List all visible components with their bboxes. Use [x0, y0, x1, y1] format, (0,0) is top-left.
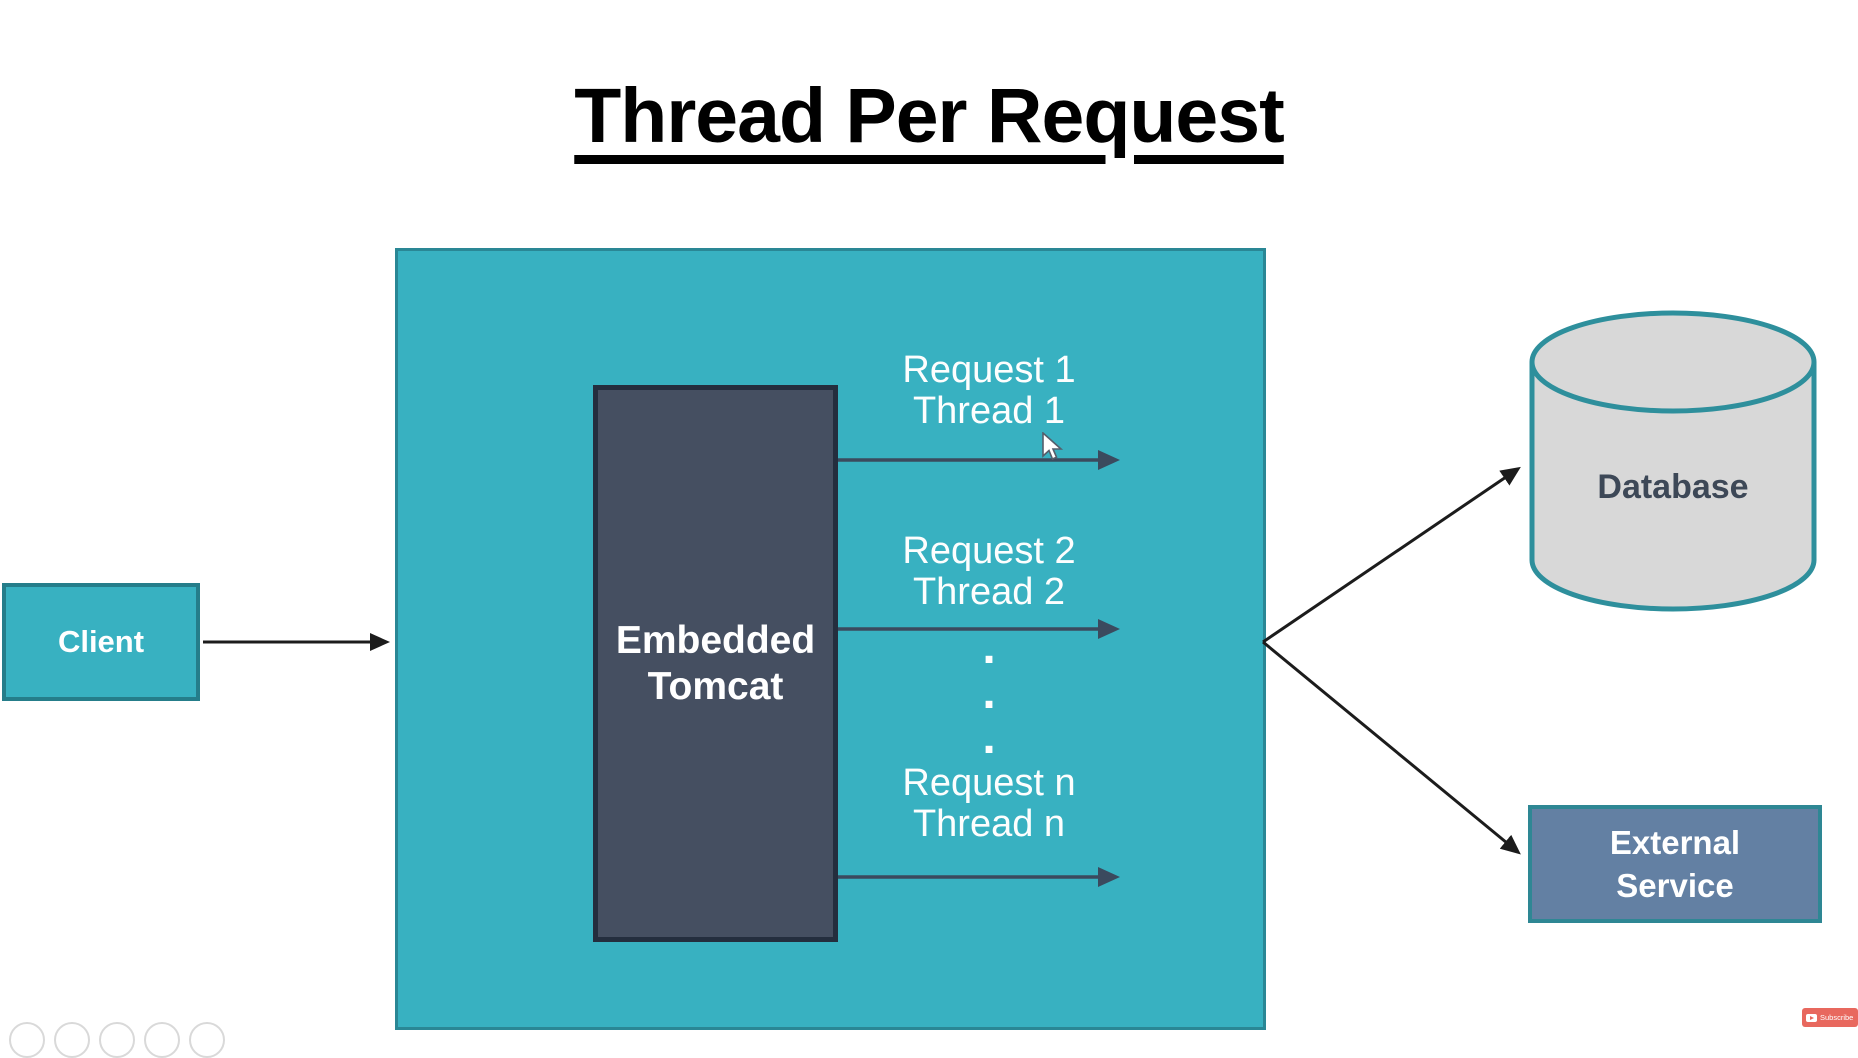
thread-1-text: Thread 1: [912, 390, 1066, 432]
external-service-box: External Service: [1528, 805, 1822, 923]
thread-n-text: Thread n: [912, 803, 1066, 845]
database-label: Database: [1597, 468, 1749, 506]
thread-2-text: Thread 2: [912, 571, 1066, 613]
tomcat-label-line1: Embedded: [615, 618, 816, 662]
slide: Thread Per Request Client Embedded Tomca…: [0, 0, 1858, 1032]
mouse-cursor-icon: [1042, 432, 1064, 461]
circle-indicator: [54, 1022, 90, 1058]
server-to-external-arrow: [1262, 640, 1521, 855]
embedded-tomcat-box: Embedded Tomcat: [593, 385, 838, 942]
ellipsis-dots: . . .: [982, 621, 996, 764]
subscribe-button[interactable]: Subscribe: [1802, 1008, 1858, 1027]
request-2-text: Request 2: [902, 530, 1076, 572]
client-label: Client: [57, 624, 145, 659]
page-title-text: Thread Per Request: [574, 73, 1284, 159]
server-to-database-arrow: [1262, 466, 1521, 644]
page-title: Thread Per Request: [0, 72, 1858, 161]
external-service-line1: External: [1609, 824, 1741, 861]
request-2-label: Request 2 Thread 2: [864, 531, 1114, 613]
database-cylinder: [1529, 310, 1817, 612]
external-service-line2: Service: [1616, 867, 1734, 904]
circle-indicator: [144, 1022, 180, 1058]
tomcat-label-line2: Tomcat: [647, 664, 784, 708]
request-1-text: Request 1: [902, 349, 1076, 391]
youtube-icon: [1806, 1013, 1817, 1022]
circle-indicator: [9, 1022, 45, 1058]
client-box: Client: [2, 583, 200, 701]
circle-indicator: [189, 1022, 225, 1058]
request-1-label: Request 1 Thread 1: [864, 350, 1114, 432]
circle-indicator: [99, 1022, 135, 1058]
subscribe-label: Subscribe: [1820, 1013, 1854, 1022]
request-n-text: Request n: [902, 762, 1076, 804]
request-n-label: Request n Thread n: [864, 763, 1114, 845]
